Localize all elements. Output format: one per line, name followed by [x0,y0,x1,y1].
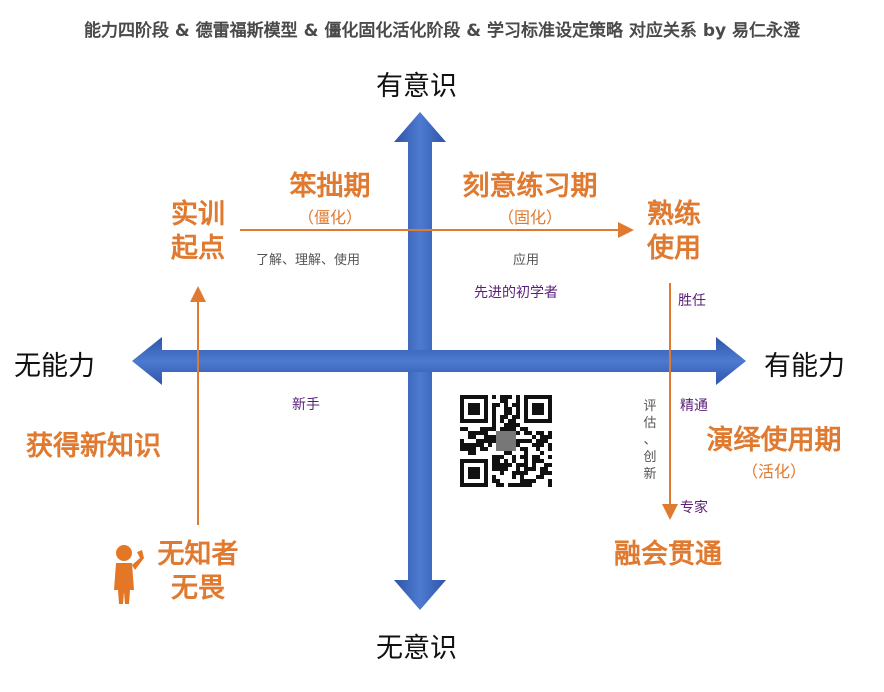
dreyfus-advanced-beginner: 先进的初学者 [474,285,558,301]
clumsy-stage-label: 笨拙期 [289,171,371,202]
deliberate-stage-sub: （固化） [497,208,562,227]
dreyfus-expert: 专家 [680,500,708,516]
skilled-use-label: 熟练 使用 [642,198,706,266]
deliberate-stage-label: 刻意练习期 [462,171,598,202]
clumsy-stage-sub: （僵化） [297,208,362,227]
ignorant-line2: 无畏 [171,573,225,604]
skilled-use-line2: 使用 [647,233,701,264]
ignorant-line1: 无知者 [157,539,239,570]
qr-code [458,393,554,489]
mastery-label: 融会贯通 [614,539,722,570]
acquire-knowledge-label: 获得新知识 [26,431,161,462]
training-start-label: 实训 起点 [168,198,228,266]
thinking-person-icon [114,545,144,604]
axis-label-left: 无能力 [14,351,95,382]
training-start-line2: 起点 [171,233,225,264]
dreyfus-competent: 胜任 [678,293,706,309]
apply-note: 应用 [513,253,540,268]
dreyfus-proficient: 精通 [680,398,708,414]
ignorant-fearless-label: 无知者 无畏 [150,538,246,606]
horizontal-axis-arrow [132,337,746,385]
dreyfus-novice: 新手 [292,397,320,413]
training-start-line1: 实训 [171,199,225,230]
axis-label-bottom: 无意识 [376,633,457,664]
deductive-stage-label: 演绎使用期 [706,425,842,456]
skilled-use-line1: 熟练 [647,199,701,230]
evaluate-innovate-note: 评 估 、 创 新 [643,399,657,482]
axis-label-top: 有意识 [376,71,457,102]
axis-label-right: 有能力 [764,351,845,382]
diagram-title: 能力四阶段 & 德雷福斯模型 & 僵化固化活化阶段 & 学习标准设定策略 对应关… [84,21,800,41]
deductive-stage-sub: （活化） [741,462,806,481]
understand-note: 了解、理解、使用 [256,253,361,268]
